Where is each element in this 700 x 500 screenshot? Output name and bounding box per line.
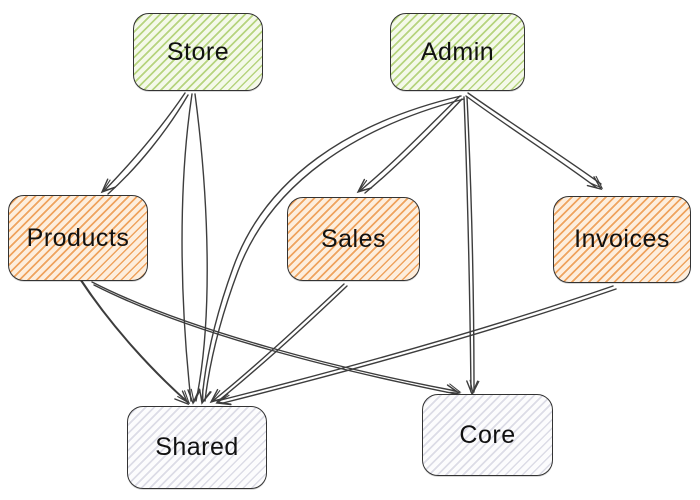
node-store-label: Store <box>166 37 230 66</box>
node-products[interactable]: Products <box>8 195 148 281</box>
node-sales-label: Sales <box>320 224 387 253</box>
node-admin[interactable]: Admin <box>390 13 525 91</box>
node-products-label: Products <box>26 223 130 252</box>
node-invoices[interactable]: Invoices <box>553 196 691 283</box>
node-shared[interactable]: Shared <box>127 406 267 489</box>
node-core-label: Core <box>459 420 516 449</box>
node-sales[interactable]: Sales <box>287 197 420 281</box>
node-invoices-label: Invoices <box>574 225 670 253</box>
node-shared-label: Shared <box>155 433 239 461</box>
node-admin-label: Admin <box>420 37 495 66</box>
node-store[interactable]: Store <box>133 13 263 91</box>
node-core[interactable]: Core <box>422 394 553 476</box>
